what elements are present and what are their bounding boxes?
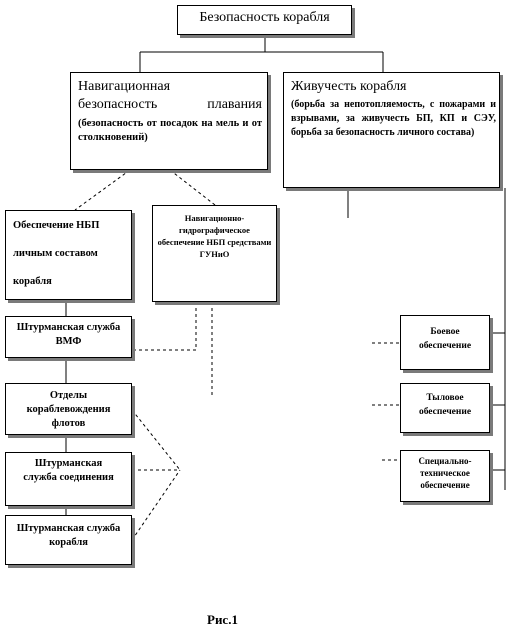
node-hydrographic-support-label: Навигационно-гидрографическое обеспечени… bbox=[157, 213, 272, 259]
figure-caption: Рис.1 bbox=[207, 612, 238, 627]
node-hydrographic-support bbox=[152, 205, 277, 302]
node-fleet-navigation-departments-label: Отделы кораблевождения флотов bbox=[26, 390, 111, 429]
node-ship-survivability-subtitle: (борьба за непотопляемость, с пожарами и… bbox=[291, 99, 496, 138]
node-fleet-navigation-departments bbox=[5, 383, 132, 435]
node-formation-navigation-service bbox=[5, 452, 132, 506]
node-rear-support bbox=[400, 383, 490, 433]
node-ship-navigation-service-label: Штурманская служба корабля bbox=[16, 523, 121, 548]
node-personnel-support-line-2: личным составом bbox=[13, 248, 98, 259]
node-combat-support bbox=[400, 315, 490, 370]
dashed-connector-ship bbox=[131, 469, 181, 541]
node-special-technical-support bbox=[400, 450, 490, 502]
node-navigation-safety bbox=[70, 72, 268, 170]
dashed-connector-nav-to-hydro bbox=[169, 169, 216, 206]
dashed-connector-nav-to-personnel bbox=[74, 169, 131, 211]
node-special-technical-support-label: Специально-техническое обеспечение bbox=[418, 456, 472, 490]
dashed-connector-fleets bbox=[131, 409, 181, 471]
node-ship-safety-label: Безопасность корабля bbox=[199, 10, 330, 25]
node-navigation-safety-subtitle: (безопасность от посадок на мель и от ст… bbox=[78, 118, 262, 143]
node-ship-navigation-service bbox=[5, 515, 132, 565]
node-ship-survivability bbox=[283, 72, 500, 188]
node-combat-support-label: Боевое обеспечение bbox=[418, 327, 472, 351]
node-personnel-support bbox=[5, 210, 132, 300]
node-personnel-support-line-1: Обеспечение НБП bbox=[13, 220, 100, 231]
node-personnel-support-line-3: корабля bbox=[13, 276, 52, 287]
node-navigation-safety-title-2: безопасность плавания bbox=[78, 97, 262, 112]
node-rear-support-label: Тыловое обеспечение bbox=[418, 393, 472, 417]
node-navigation-safety-title-1: Навигационная bbox=[78, 79, 171, 94]
node-ship-survivability-title: Живучесть корабля bbox=[291, 79, 407, 94]
dashed-connector-hydro-to-vmf bbox=[130, 302, 197, 351]
node-navy-navigation-service bbox=[5, 316, 132, 358]
node-formation-navigation-service-label: Штурманская служба соединения bbox=[23, 458, 114, 483]
node-navy-navigation-service-label: Штурманская служба ВМФ bbox=[16, 322, 121, 347]
node-ship-safety bbox=[177, 5, 352, 35]
